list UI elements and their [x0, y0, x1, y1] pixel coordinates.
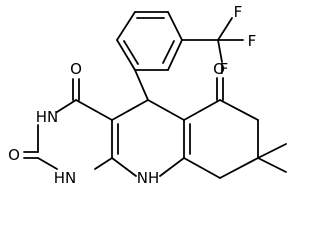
bond — [183, 99, 221, 121]
atom-label-fluorine: F — [234, 3, 243, 21]
bond — [257, 143, 287, 159]
bond — [94, 157, 113, 170]
bond — [111, 157, 137, 177]
bond — [219, 99, 259, 121]
atom-label-nitrogen: HN — [54, 169, 77, 187]
atom-label-fluorine: F — [248, 32, 257, 50]
bond — [116, 11, 136, 41]
bond — [134, 69, 149, 101]
molecule-structure: F F F O O O HN HN NH — [8, 3, 287, 187]
atom-label-nitrogen: NH — [137, 169, 160, 187]
bond — [116, 39, 136, 71]
bond — [219, 157, 259, 179]
bond — [159, 157, 185, 177]
atom-label-oxygen: O — [8, 146, 20, 164]
bond — [183, 157, 221, 179]
bond — [217, 17, 233, 41]
bond — [111, 99, 149, 121]
atom-label-nitrogen: HN — [36, 108, 59, 126]
bond — [162, 40, 175, 64]
bond — [37, 157, 58, 170]
bond — [167, 39, 183, 71]
bond — [123, 40, 139, 65]
atom-labels: F F F O O O HN HN NH — [8, 3, 256, 187]
bond — [257, 157, 287, 173]
atom-label-fluorine: F — [220, 60, 229, 78]
atom-label-oxygen: O — [213, 60, 225, 78]
bond — [56, 99, 77, 113]
bonds — [23, 11, 287, 179]
atom-label-oxygen: O — [70, 60, 82, 78]
bond — [167, 11, 183, 41]
bond — [147, 99, 185, 121]
bond — [217, 39, 223, 63]
bond — [75, 99, 113, 121]
